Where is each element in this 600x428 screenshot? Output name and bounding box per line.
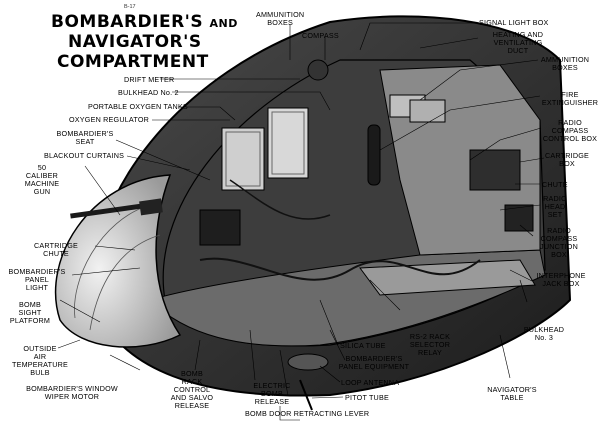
label-bombardier-seat: BOMBARDIER'S SEAT <box>56 129 114 146</box>
bulkhead-window-1 <box>221 127 265 191</box>
bombardier-seat <box>199 209 241 246</box>
label-navigators-table: NAVIGATOR'S TABLE <box>487 385 537 402</box>
label-radio-head-set: RADIO HEAD SET <box>543 194 567 219</box>
label-electric-release: ELECTRIC BOMB RELEASE <box>253 381 291 406</box>
leader-lines <box>57 22 545 421</box>
label-wiper-motor: BOMBARDIER'S WINDOW WIPER MOTOR <box>26 384 118 401</box>
label-bomb-sight-platform: BOMB SIGHT PLATFORM <box>9 300 51 325</box>
label-loop-antenna: LOOP ANTENNA <box>341 378 400 387</box>
label-bulkhead-3: BULKHEAD No. 3 <box>523 325 565 342</box>
pitot-tube <box>299 379 313 411</box>
radio-junction-box <box>504 204 534 232</box>
label-signal-light-box: SIGNAL LIGHT BOX <box>479 18 549 27</box>
label-ammunition-boxes-right: AMMUNITION BOXES <box>540 55 590 72</box>
label-drift-meter: DRIFT METER <box>124 75 175 84</box>
label-air-temp-bulb: OUTSIDE AIR TEMPERATURE BULB <box>12 344 68 377</box>
label-radio-compass-control: RADIO COMPASS CONTROL BOX <box>542 118 598 143</box>
label-50-cal-mg: 50 CALIBER MACHINE GUN <box>24 163 60 196</box>
label-rs2-relay: RS-2 RACK SELECTOR RELAY <box>409 332 451 357</box>
compass-dial <box>307 59 329 81</box>
label-panel-light: BOMBARDIER'S PANEL LIGHT <box>8 267 66 292</box>
label-panel-equipment: BOMBARDIER'S PANEL EQUIPMENT <box>338 354 410 371</box>
bulkhead-window-2 <box>267 107 309 179</box>
label-bomb-rack-control: BOMB RACK CONTROL AND SALVO RELEASE <box>170 369 214 410</box>
label-fire-extinguisher: FIRE EXTINGUISHER <box>541 90 599 107</box>
label-interphone-jack: INTERPHONE JACK BOX <box>536 271 586 288</box>
figure-ref: B-17 <box>124 4 136 10</box>
label-chute-right: CHUTE <box>542 180 568 189</box>
label-radio-compass-junction: RADIO COMPASS JUNCTION BOX <box>540 226 578 259</box>
title-main: BOMBARDIER'S <box>51 12 204 32</box>
plexiglass-nose <box>54 174 182 348</box>
navigators-table-top <box>359 259 536 296</box>
label-bulkhead-2: BULKHEAD No. 2 <box>118 88 179 97</box>
label-silica-tube: SILICA TUBE <box>340 341 386 350</box>
label-pitot-tube: PITOT TUBE <box>345 393 389 402</box>
label-cartridge-box: CARTRIDGE BOX <box>545 151 589 168</box>
label-ammunition-boxes-top: AMMUNITION BOXES <box>256 10 305 27</box>
machine-gun-barrel <box>70 202 151 219</box>
title-and: AND <box>209 17 238 30</box>
label-door-lever: BOMB DOOR RETRACTING LEVER <box>245 409 370 418</box>
fire-extinguisher <box>367 124 381 186</box>
label-oxygen-regulator: OXYGEN REGULATOR <box>69 115 150 124</box>
label-cartridge-chute: CARTRIDGE CHUTE <box>34 241 78 258</box>
title-line-1: BOMBARDIER'S AND <box>51 12 238 32</box>
label-heating-duct: HEATING AND VENTILATING DUCT <box>492 30 544 55</box>
title-line-3: COMPARTMENT <box>57 52 209 72</box>
title-line-2: NAVIGATOR'S <box>68 32 202 52</box>
label-oxygen-tanks: PORTABLE OXYGEN TANKS <box>88 102 188 111</box>
label-blackout-curtains: BLACKOUT CURTAINS <box>44 151 125 160</box>
loop-antenna <box>287 353 329 371</box>
label-compass: COMPASS <box>302 31 339 40</box>
cartridge-box <box>469 149 521 191</box>
